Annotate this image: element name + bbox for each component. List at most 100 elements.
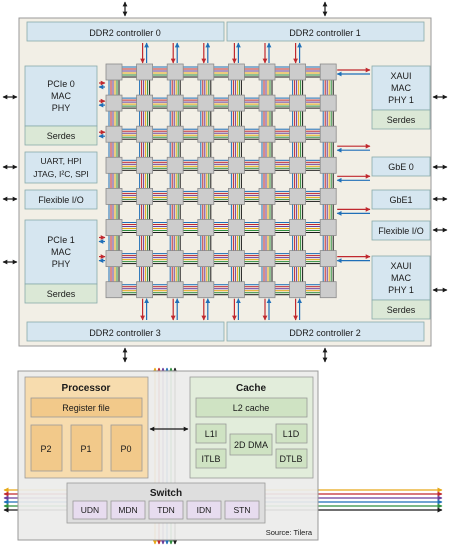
svg-text:UART, HPI: UART, HPI <box>41 156 82 166</box>
tile <box>105 125 123 143</box>
tile <box>227 125 245 143</box>
svg-text:Serdes: Serdes <box>387 115 416 125</box>
mesh-links <box>108 66 334 296</box>
tile <box>289 187 307 205</box>
l1d-cache <box>275 423 308 444</box>
ddr-controller-0: DDR2 controller 0 <box>26 21 225 42</box>
dma-2d <box>229 433 273 456</box>
io-arrows <box>98 42 371 321</box>
svg-text:DTLB: DTLB <box>279 454 302 464</box>
pipeline-p0 <box>110 424 143 472</box>
tile <box>319 125 337 143</box>
tile <box>197 281 215 299</box>
svg-text:Flexible I/O: Flexible I/O <box>38 195 84 205</box>
tile <box>136 219 154 236</box>
svg-text:Switch: Switch <box>150 488 182 499</box>
tile <box>166 94 184 112</box>
network-udn <box>72 500 108 520</box>
network-idn <box>186 500 222 520</box>
pcie1-serdes <box>24 283 98 304</box>
gbe1-block: GbE1 <box>371 189 431 210</box>
network-mdn <box>110 500 146 520</box>
dtlb <box>275 448 308 469</box>
svg-text:DDR2 controller 2: DDR2 controller 2 <box>289 328 361 338</box>
svg-text:JTAG, I²C, SPI: JTAG, I²C, SPI <box>33 169 89 179</box>
tile <box>289 125 307 143</box>
tile <box>197 156 215 174</box>
tile <box>258 94 276 112</box>
tile <box>258 125 276 143</box>
svg-text:P0: P0 <box>120 444 131 454</box>
tile <box>136 94 154 112</box>
tile <box>319 219 337 236</box>
tile <box>227 187 245 205</box>
tile <box>319 156 337 174</box>
tile <box>166 250 184 268</box>
tile <box>136 187 154 205</box>
svg-text:GbE 0: GbE 0 <box>388 162 414 172</box>
svg-text:Processor: Processor <box>62 383 111 394</box>
tile <box>166 156 184 174</box>
ddr-controller-2: DDR2 controller 2 <box>226 321 425 342</box>
tile <box>166 63 184 81</box>
tile <box>197 94 215 112</box>
tile <box>227 281 245 299</box>
svg-text:TDN: TDN <box>157 505 174 515</box>
gbe0-block: GbE 0 <box>371 156 431 177</box>
tile <box>258 219 276 236</box>
svg-text:Serdes: Serdes <box>47 131 76 141</box>
svg-text:PHY 1: PHY 1 <box>388 95 414 105</box>
svg-text:DDR2 controller 3: DDR2 controller 3 <box>89 328 161 338</box>
pcie0-block: PCIe 0 MAC PHY Serdes <box>24 65 98 146</box>
tile <box>258 156 276 174</box>
mesh-tiles <box>105 63 337 299</box>
svg-text:PHY: PHY <box>52 259 71 269</box>
l2-cache <box>195 397 308 418</box>
svg-text:L1I: L1I <box>205 429 218 439</box>
xaui-top-block: XAUI MAC PHY 1 Serdes <box>371 65 431 130</box>
svg-text:MAC: MAC <box>391 273 412 283</box>
svg-text:Flexible I/O: Flexible I/O <box>378 226 424 236</box>
tile <box>197 187 215 205</box>
svg-text:STN: STN <box>234 505 251 515</box>
tile <box>289 63 307 81</box>
uart-block: UART, HPI JTAG, I²C, SPI <box>24 151 98 184</box>
flexible-io-right: Flexible I/O <box>371 220 431 241</box>
svg-text:2D DMA: 2D DMA <box>234 440 268 450</box>
svg-text:Register file: Register file <box>62 403 110 413</box>
tile <box>289 156 307 174</box>
svg-text:PCIe 0: PCIe 0 <box>47 79 75 89</box>
tile <box>105 94 123 112</box>
processor-block: Processor Register file P2 P1 P0 <box>24 376 149 479</box>
ddr-controller-3: DDR2 controller 3 <box>26 321 225 342</box>
svg-text:UDN: UDN <box>81 505 99 515</box>
tile <box>319 250 337 268</box>
tile <box>136 281 154 299</box>
tile <box>105 219 123 236</box>
register-file <box>30 397 143 418</box>
svg-text:XAUI: XAUI <box>390 71 411 81</box>
tile <box>166 219 184 236</box>
tile <box>136 125 154 143</box>
tile <box>319 63 337 81</box>
tile <box>105 156 123 174</box>
svg-text:PHY 1: PHY 1 <box>388 285 414 295</box>
svg-text:P1: P1 <box>80 444 91 454</box>
tile <box>105 187 123 205</box>
svg-text:Serdes: Serdes <box>47 289 76 299</box>
tile <box>319 281 337 299</box>
svg-text:DDR2 controller 0: DDR2 controller 0 <box>89 28 161 38</box>
svg-text:GbE1: GbE1 <box>389 195 412 205</box>
svg-text:Cache: Cache <box>236 383 266 394</box>
tile <box>136 250 154 268</box>
svg-text:IDN: IDN <box>197 505 212 515</box>
tile <box>166 187 184 205</box>
tile <box>227 219 245 236</box>
svg-text:MAC: MAC <box>391 83 412 93</box>
tile <box>289 250 307 268</box>
svg-text:MAC: MAC <box>51 247 72 257</box>
tile <box>289 94 307 112</box>
tile <box>227 250 245 268</box>
tile <box>258 63 276 81</box>
network-tdn <box>148 500 184 520</box>
